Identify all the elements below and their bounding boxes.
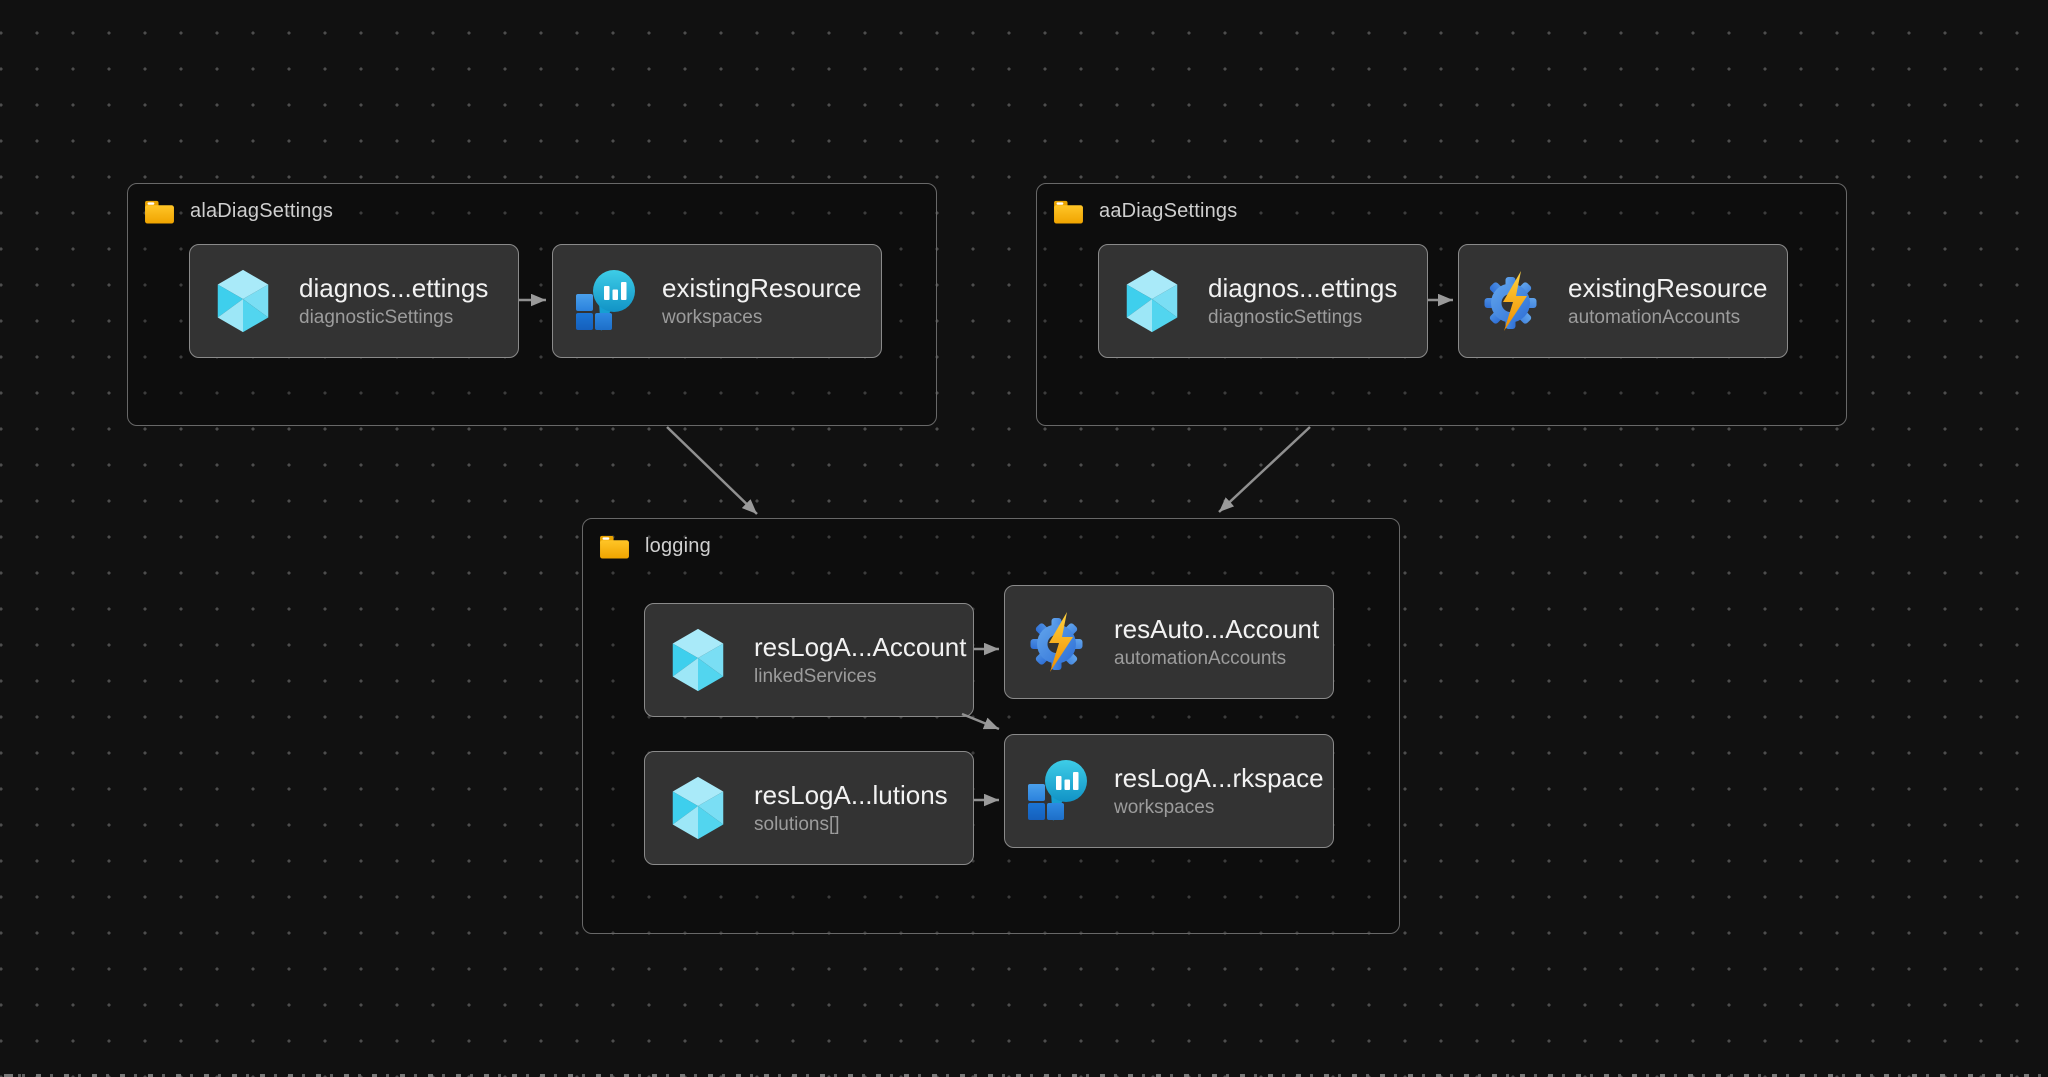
- group-header: alaDiagSettings: [128, 184, 936, 225]
- node-aadiag-diagnosticsettings[interactable]: diagnos...ettings diagnosticSettings: [1098, 244, 1428, 358]
- node-resloga-solutions[interactable]: resLogA...lutions solutions[]: [644, 751, 974, 865]
- group-label: alaDiagSettings: [190, 200, 334, 222]
- node-aadiag-existingresource-automationaccounts[interactable]: existingResource automationAccounts: [1458, 244, 1788, 358]
- folder-icon: [599, 533, 630, 560]
- folder-icon: [1053, 198, 1084, 225]
- automation-account-icon: [1480, 267, 1544, 335]
- node-text: diagnos...ettings diagnosticSettings: [1208, 274, 1397, 328]
- node-title: resLogA...rkspace: [1114, 763, 1324, 793]
- node-title: existingResource: [662, 273, 862, 303]
- node-text: resLogA...lutions solutions[]: [754, 781, 948, 835]
- group-logging[interactable]: logging resLogA...Account linkedServices…: [582, 518, 1400, 934]
- node-resloga-account-linkedservices[interactable]: resLogA...Account linkedServices: [644, 603, 974, 717]
- node-title: resAuto...Account: [1114, 614, 1320, 644]
- group-aadiagsettings[interactable]: aaDiagSettings diagnos...ettings diagnos…: [1036, 183, 1847, 426]
- resource-cube-icon: [211, 267, 275, 335]
- node-aladiag-existingresource-workspaces[interactable]: existingResource workspaces: [552, 244, 882, 358]
- resource-cube-icon: [666, 774, 730, 842]
- node-text: resLogA...rkspace workspaces: [1114, 764, 1324, 818]
- automation-account-icon: [1026, 608, 1090, 676]
- resource-cube-icon: [666, 626, 730, 694]
- node-title: existingResource: [1568, 273, 1768, 303]
- edge-arrow: [1218, 426, 1311, 513]
- node-subtitle: solutions[]: [754, 814, 840, 835]
- node-text: existingResource workspaces: [662, 274, 861, 328]
- node-subtitle: diagnosticSettings: [299, 307, 454, 328]
- edge-arrow: [666, 426, 758, 515]
- group-header: aaDiagSettings: [1037, 184, 1846, 225]
- resource-cube-icon: [1120, 267, 1184, 335]
- node-resloga-workspace[interactable]: resLogA...rkspace workspaces: [1004, 734, 1334, 848]
- node-subtitle: automationAccounts: [1568, 307, 1741, 328]
- group-label: logging: [645, 535, 711, 557]
- node-text: diagnos...ettings diagnosticSettings: [299, 274, 488, 328]
- node-text: resAuto...Account automationAccounts: [1114, 615, 1319, 669]
- node-title: diagnos...ettings: [299, 273, 489, 303]
- node-subtitle: automationAccounts: [1114, 648, 1287, 669]
- node-subtitle: workspaces: [1114, 797, 1215, 818]
- node-subtitle: diagnosticSettings: [1208, 307, 1363, 328]
- node-title: resLogA...Account: [754, 632, 967, 662]
- folder-icon: [144, 198, 175, 225]
- node-title: resLogA...lutions: [754, 780, 948, 810]
- node-title: diagnos...ettings: [1208, 273, 1398, 303]
- node-text: existingResource automationAccounts: [1568, 274, 1767, 328]
- group-aladiagsettings[interactable]: alaDiagSettings diagnos...ettings diagno…: [127, 183, 937, 426]
- log-analytics-workspaces-icon: [1026, 757, 1090, 825]
- grid-edge-dashes: [0, 1074, 2048, 1077]
- log-analytics-workspaces-icon: [574, 267, 638, 335]
- node-subtitle: linkedServices: [754, 666, 877, 687]
- node-text: resLogA...Account linkedServices: [754, 633, 966, 687]
- group-header: logging: [583, 519, 1399, 560]
- node-aladiag-diagnosticsettings[interactable]: diagnos...ettings diagnosticSettings: [189, 244, 519, 358]
- node-resauto-account-automationaccounts[interactable]: resAuto...Account automationAccounts: [1004, 585, 1334, 699]
- node-subtitle: workspaces: [662, 307, 763, 328]
- group-label: aaDiagSettings: [1099, 200, 1238, 222]
